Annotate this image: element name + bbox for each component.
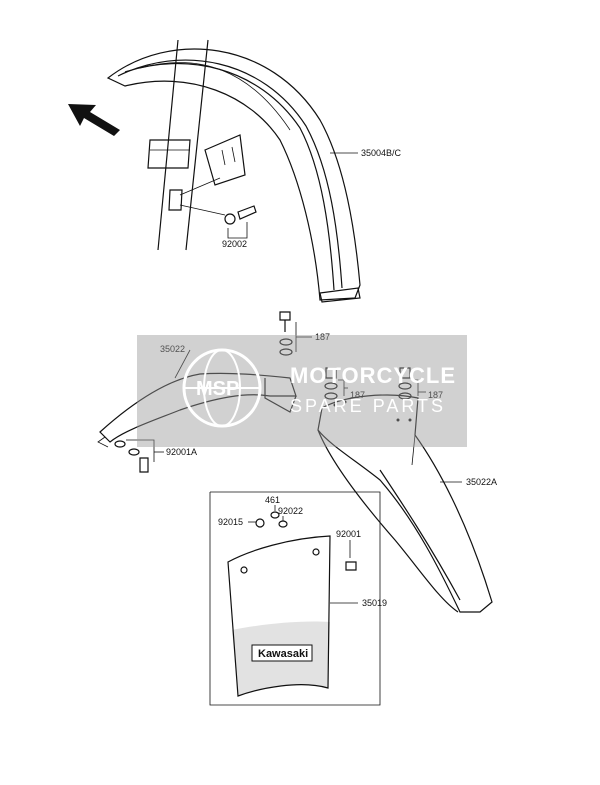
front-direction-arrow-icon [68,104,120,136]
front-bracket [97,349,297,448]
watermark-line2: SPARE PARTS [290,396,446,416]
label-461: 461 [265,495,280,505]
mud-flap-screw [345,540,357,571]
label-35022a: 35022A [466,477,497,487]
label-187-right: 187 [428,390,443,400]
front-fender-bolt [224,205,257,239]
label-92022: 92022 [278,506,303,516]
label-187-top: 187 [315,332,330,342]
label-92001: 92001 [336,529,361,539]
bracket-bolt-stack [279,311,312,356]
rear-fender [317,394,493,613]
label-35004bc: 35004B/C [361,148,402,158]
watermark-badge: MSP [196,378,239,400]
rear-fender-bolts-left [324,367,348,400]
label-92001a: 92001A [166,447,197,457]
mud-flap: Kawasaki [227,535,358,697]
bracket-bottom-bolts [114,439,164,473]
watermark-line1: MOTORCYCLE [290,363,456,388]
label-92002: 92002 [222,239,247,249]
label-35022: 35022 [160,344,185,354]
mud-flap-logo: Kawasaki [258,648,308,660]
mud-flap-fasteners [248,505,288,528]
label-187-left: 187 [350,390,365,400]
watermark: MSP MOTORCYCLE SPARE PARTS [137,335,467,447]
label-92015: 92015 [218,517,243,527]
rear-fender-bolts-right [398,367,426,400]
label-35019: 35019 [362,598,387,608]
mud-flap-assembly-box [209,491,381,706]
front-fork [147,39,226,251]
front-fender [106,48,361,303]
